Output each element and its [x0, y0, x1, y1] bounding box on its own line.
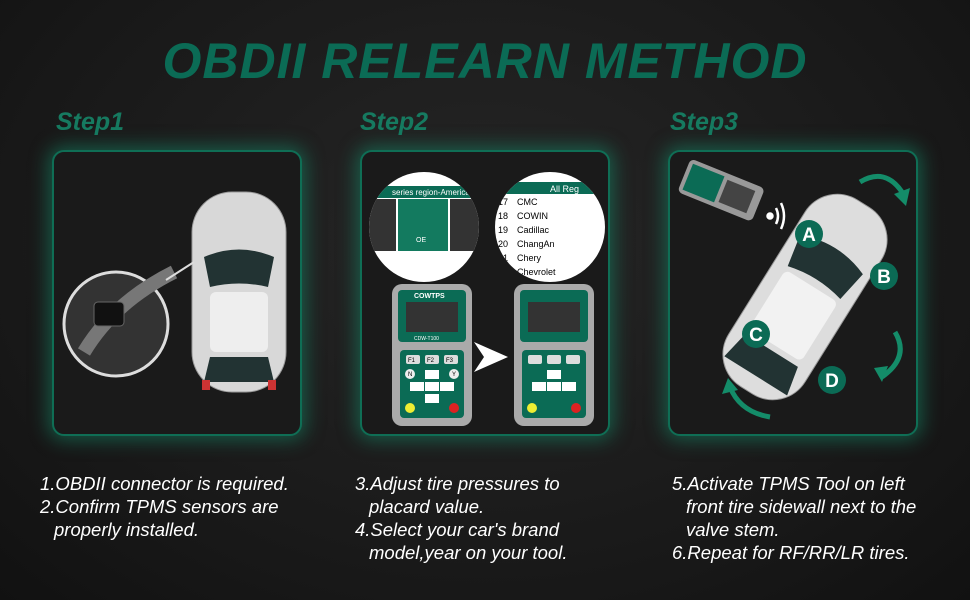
key-n: N [408, 372, 412, 378]
wireless-signal-icon [766, 202, 786, 230]
instruction-line: 2.Confirm TPMS sensors are [40, 496, 279, 517]
step2-illustration: series region-America OE All Reg 17 CMC 1… [360, 150, 610, 436]
step1-illustration [52, 150, 302, 436]
step3-label: Step3 [670, 108, 739, 136]
instruction-line: 4.Select your car's brand [355, 519, 560, 540]
page-title: OBDII RELEARN METHOD [162, 33, 808, 89]
list-item: Chevrolet [517, 267, 556, 277]
list-item: COWIN [517, 211, 548, 221]
step3-instructions: 5.Activate TPMS Tool on left front tire … [672, 472, 916, 564]
instruction-line: front tire sidewall next to the [686, 496, 917, 517]
list-num: 18 [498, 211, 508, 221]
list-num: 19 [498, 225, 508, 235]
instruction-line: valve stem. [686, 519, 780, 540]
tpms-tool-right [514, 284, 594, 426]
wheel-label-b: B [877, 267, 891, 288]
wheel-label-a: A [802, 225, 816, 246]
key-f1: F1 [408, 358, 416, 364]
instruction-line: 1.OBDII connector is required. [40, 473, 289, 494]
tpms-tool-left: COWTPS CDW-T100 F1 F2 F3 N Y [392, 284, 472, 426]
device-brand: COWTPS [414, 293, 445, 300]
list-item: CMC [517, 197, 538, 207]
list-num: 17 [498, 197, 508, 207]
car-top-view-icon [722, 193, 888, 401]
menu-header: series region-America [392, 188, 470, 197]
list-item: Cadillac [517, 225, 550, 235]
step2-label: Step2 [360, 108, 429, 136]
instruction-line: 6.Repeat for RF/RR/LR tires. [672, 542, 910, 563]
instruction-line: model,year on your tool. [369, 542, 568, 563]
obd-connector-zoom-icon [62, 261, 195, 378]
list-num: 20 [498, 239, 508, 249]
instruction-line: 3.Adjust tire pressures to [355, 473, 560, 494]
list-header: All Reg [550, 184, 579, 194]
car-top-view-icon [191, 191, 287, 393]
arrow-right-icon [474, 342, 508, 372]
instruction-line: placard value. [369, 496, 485, 517]
instruction-line: properly installed. [54, 519, 199, 540]
list-num: 21 [498, 253, 508, 263]
key-f3: F3 [446, 358, 454, 364]
brand-list-zoom: All Reg 17 CMC 18 COWIN 19 Cadillac 20 Chang… [495, 172, 605, 282]
screen-menu-zoom: series region-America OE [369, 172, 479, 282]
wheel-label-c: C [749, 325, 763, 346]
device-model: CDW-T100 [414, 336, 439, 342]
wheel-label-d: D [825, 371, 839, 392]
list-num: 22 [498, 267, 508, 277]
menu-item-oe: OE [416, 237, 426, 244]
key-f2: F2 [427, 358, 435, 364]
key-y: Y [452, 372, 456, 378]
step1-instructions: 1.OBDII connector is required. 2.Confirm… [40, 472, 289, 541]
list-item: Chery [517, 253, 542, 263]
list-item: ChangAn [517, 239, 555, 249]
step3-illustration: A B C D [668, 150, 918, 436]
step2-instructions: 3.Adjust tire pressures to placard value… [355, 472, 567, 564]
instruction-line: 5.Activate TPMS Tool on left [672, 473, 905, 494]
tpms-tool-tilted [678, 159, 764, 221]
step1-label: Step1 [56, 108, 125, 136]
